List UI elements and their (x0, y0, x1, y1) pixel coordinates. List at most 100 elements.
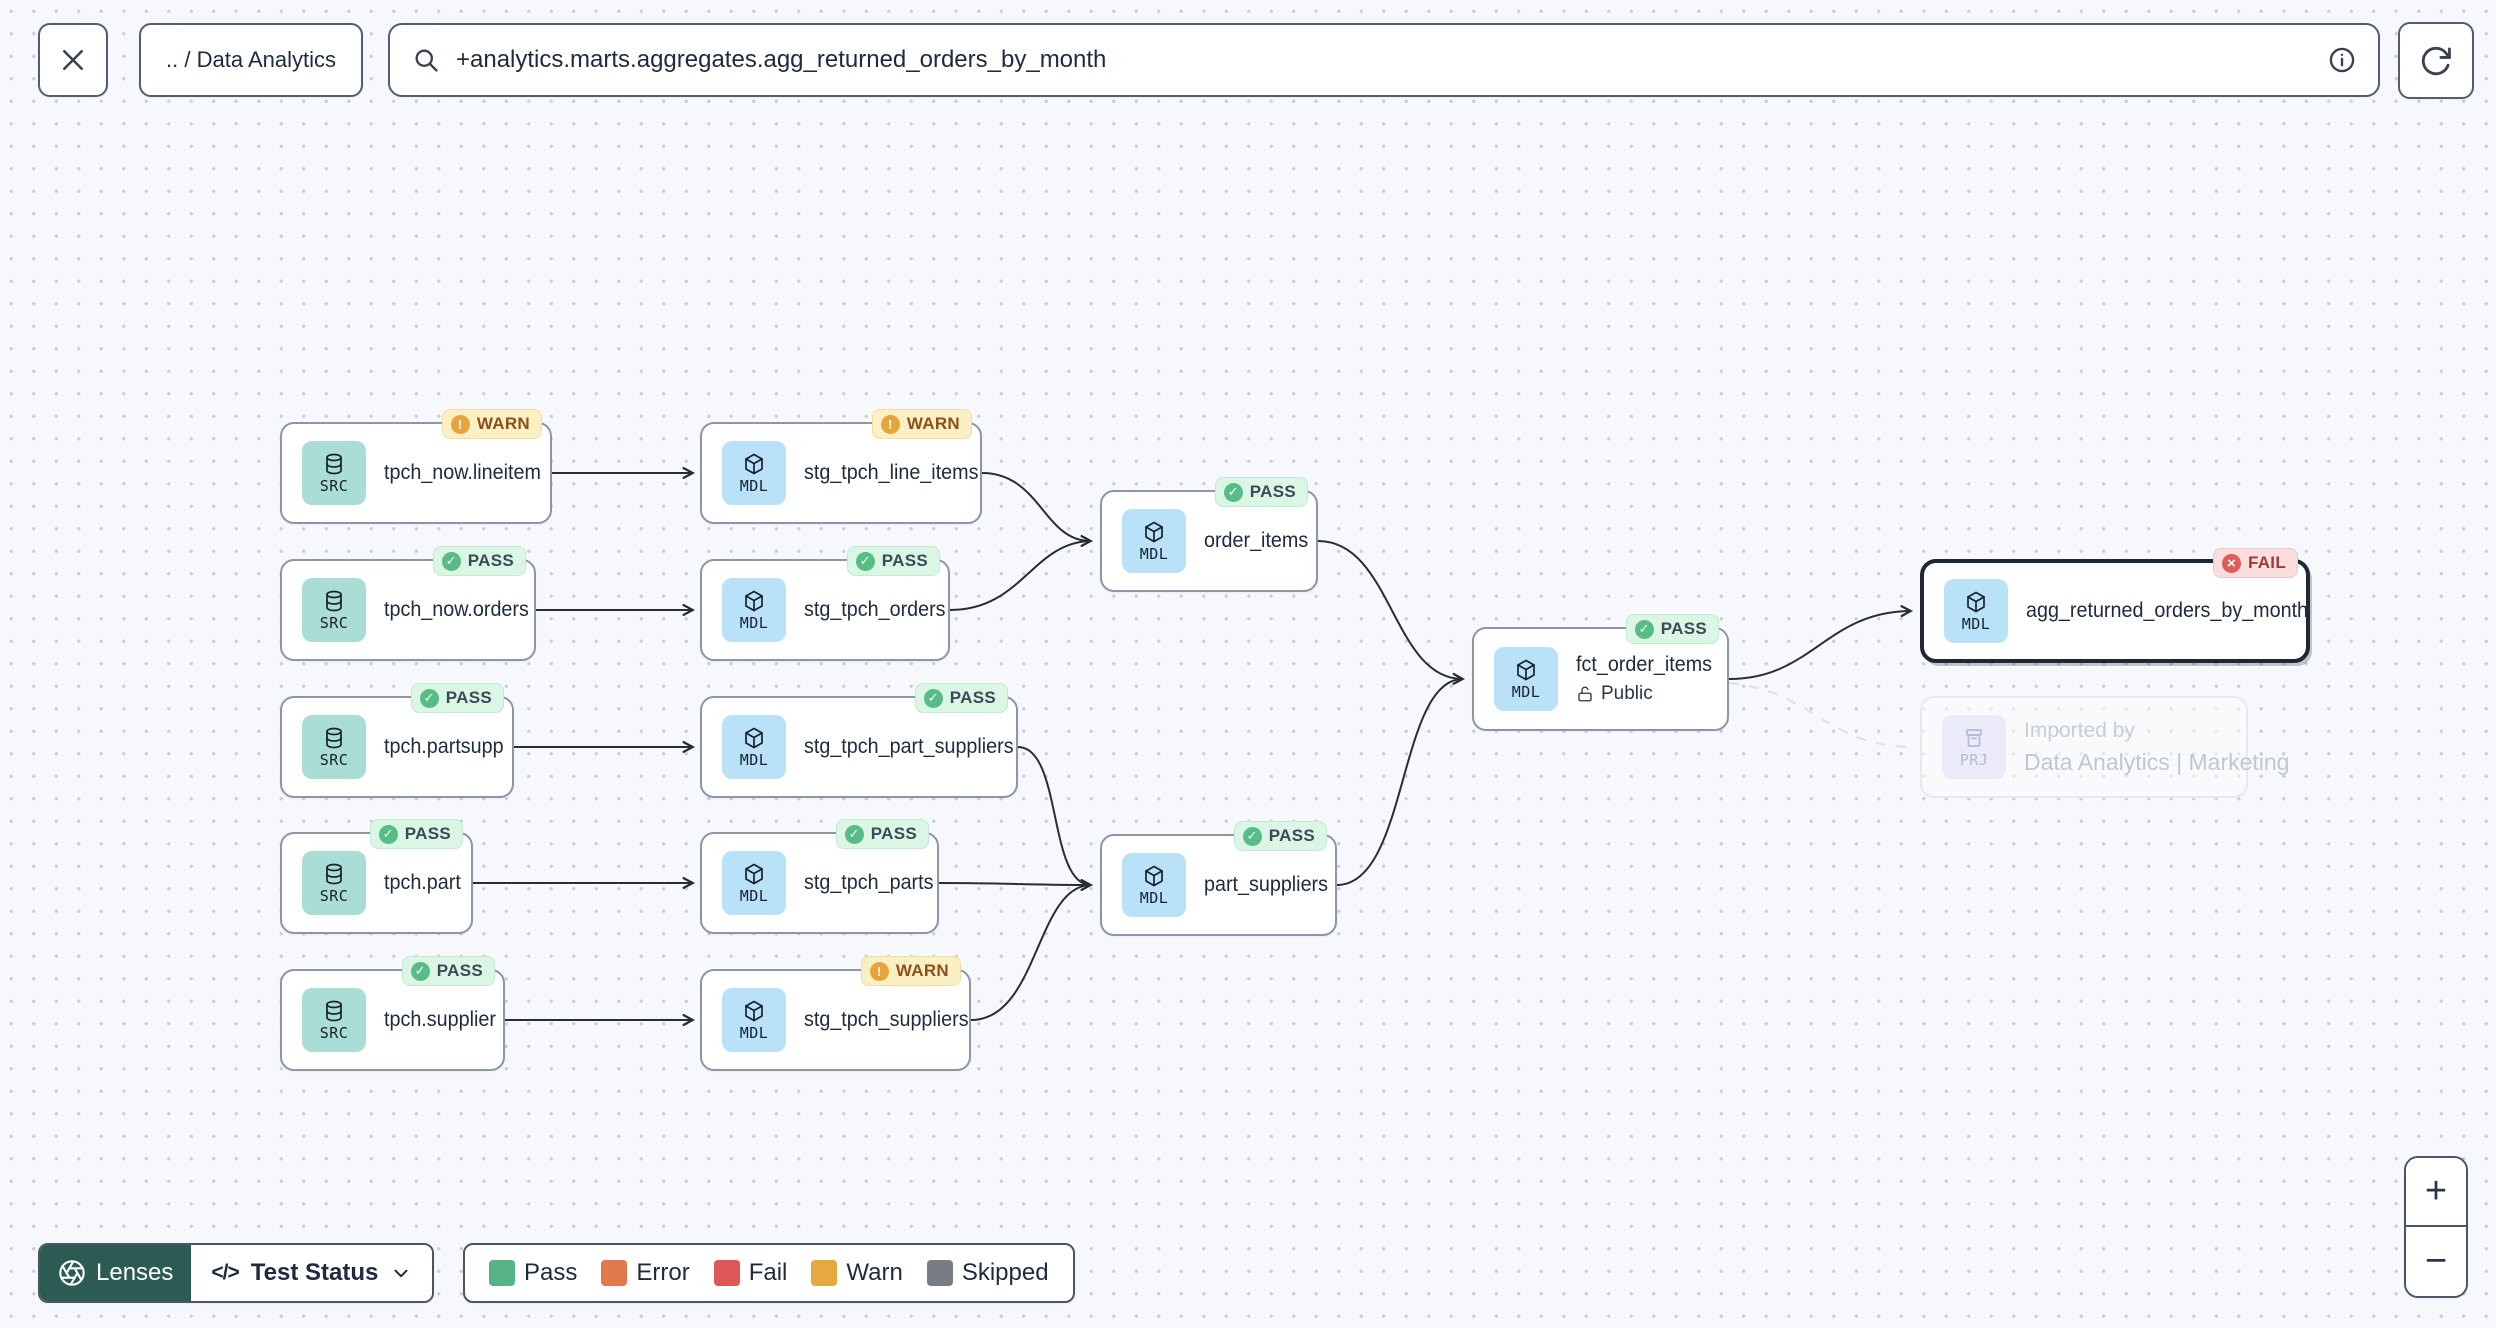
legend-item: Pass (489, 1259, 577, 1287)
status-badge: WARN (860, 956, 961, 986)
source-chip: SRC (302, 851, 366, 915)
error-swatch (601, 1260, 628, 1286)
database-icon (326, 590, 342, 611)
search-bar[interactable] (388, 23, 2380, 97)
cube-icon (1517, 659, 1535, 680)
node-tpch-supplier[interactable]: PASS SRC tpch.supplier (280, 956, 505, 1071)
node-agg-returned-orders-by-month[interactable]: FAIL MDL agg_returned_orders_by_month (1920, 548, 2310, 663)
fail-swatch (713, 1260, 740, 1286)
node-part-suppliers[interactable]: PASS MDL part_suppliers (1100, 821, 1337, 936)
check-icon (1223, 482, 1243, 502)
skipped-swatch (926, 1260, 953, 1286)
zoom-in-button[interactable]: + (2406, 1158, 2466, 1227)
zoom-out-button[interactable]: − (2406, 1227, 2466, 1296)
node-label: part_suppliers (1204, 873, 1328, 896)
edge (1336, 678, 1463, 886)
legend-item: Skipped (926, 1259, 1049, 1287)
model-chip: MDL (722, 441, 786, 505)
warn-icon (450, 414, 470, 434)
ghost-subtitle: Data Analytics | Marketing (2024, 748, 2290, 775)
model-chip: MDL (722, 715, 786, 779)
model-chip: MDL (1122, 509, 1186, 573)
edge (970, 884, 1091, 1021)
status-badge: PASS (1214, 477, 1308, 507)
lenses-button[interactable]: Lenses (40, 1245, 192, 1301)
close-button[interactable] (38, 23, 108, 97)
source-chip: SRC (302, 988, 366, 1052)
access-label: Public (1576, 683, 1721, 705)
status-badge: WARN (871, 409, 972, 439)
cube-icon (745, 1000, 763, 1021)
check-icon (923, 688, 943, 708)
close-icon (63, 50, 83, 70)
breadcrumb[interactable]: .. / Data Analytics (139, 23, 363, 97)
check-icon (419, 688, 439, 708)
project-chip: PRJ (1942, 715, 2006, 779)
node-stg-tpch-parts[interactable]: PASS MDL stg_tpch_parts (700, 819, 939, 934)
node-stg-tpch-suppliers[interactable]: WARN MDL stg_tpch_suppliers (700, 956, 971, 1071)
lenses-control: Lenses </> Test Status (38, 1243, 435, 1303)
warn-icon (869, 961, 889, 981)
node-tpch-now-orders[interactable]: PASS SRC tpch_now.orders (280, 546, 536, 661)
node-tpch-partsupp[interactable]: PASS SRC tpch.partsupp (280, 683, 514, 798)
search-input[interactable] (456, 46, 2312, 74)
node-cross-project-imported-by: PRJ Imported by Data Analytics | Marketi… (1920, 696, 2289, 798)
lens-selector-dropdown[interactable]: </> Test Status (191, 1245, 433, 1301)
database-icon (326, 863, 342, 884)
status-badge: PASS (1233, 821, 1327, 851)
node-label: agg_returned_orders_by_month (2026, 599, 2309, 622)
info-icon[interactable] (2328, 46, 2356, 74)
database-icon (326, 1000, 342, 1021)
cube-icon (745, 863, 763, 884)
edge (1728, 605, 1914, 680)
legend-item: Error (601, 1259, 690, 1287)
node-label: tpch_now.lineitem (384, 461, 541, 484)
model-chip: MDL (722, 851, 786, 915)
source-chip: SRC (302, 715, 366, 779)
status-badge: PASS (846, 546, 940, 576)
database-icon (326, 727, 342, 748)
check-icon (855, 551, 875, 571)
pass-swatch (489, 1260, 515, 1286)
status-badge: PASS (369, 819, 463, 849)
node-label: tpch_now.orders (384, 598, 529, 621)
legend-item: Fail (713, 1259, 787, 1287)
cube-icon (745, 590, 763, 611)
edge-cross-project (1728, 682, 1915, 748)
check-icon (1242, 826, 1262, 846)
node-tpch-now-lineitem[interactable]: WARN SRC tpch_now.lineitem (280, 409, 552, 524)
edge (938, 878, 1094, 892)
check-icon (441, 551, 461, 571)
node-label: tpch.supplier (384, 1008, 496, 1031)
node-fct-order-items[interactable]: PASS MDL fct_order_items Public (1472, 614, 1729, 731)
node-stg-tpch-line-items[interactable]: WARN MDL stg_tpch_line_items (700, 409, 982, 524)
node-label: stg_tpch_parts (804, 871, 934, 894)
refresh-button[interactable] (2398, 22, 2474, 99)
cube-icon (1145, 865, 1163, 886)
refresh-icon (2421, 46, 2451, 75)
unlock-icon (1578, 686, 1592, 702)
edge (1317, 540, 1466, 685)
status-badge: WARN (441, 409, 542, 439)
cube-icon (1145, 521, 1163, 542)
node-stg-tpch-part-suppliers[interactable]: PASS MDL stg_tpch_part_suppliers (700, 683, 1018, 798)
search-icon (415, 49, 438, 72)
breadcrumb-label: .. / Data Analytics (166, 47, 336, 72)
model-chip: MDL (722, 578, 786, 642)
node-order-items[interactable]: PASS MDL order_items (1100, 477, 1318, 592)
status-badge: PASS (410, 683, 504, 713)
cube-icon (745, 727, 763, 748)
ghost-title: Imported by (2024, 718, 2135, 742)
model-chip: MDL (1944, 579, 2008, 643)
status-badge: PASS (432, 546, 526, 576)
node-label: stg_tpch_suppliers (804, 1008, 969, 1031)
check-icon (1634, 619, 1654, 639)
node-stg-tpch-orders[interactable]: PASS MDL stg_tpch_orders (700, 546, 950, 661)
check-icon (378, 824, 398, 844)
model-chip: MDL (1122, 853, 1186, 917)
node-tpch-part[interactable]: PASS SRC tpch.part (280, 819, 473, 934)
node-label: fct_order_items (1576, 653, 1713, 676)
status-badge: PASS (835, 819, 929, 849)
